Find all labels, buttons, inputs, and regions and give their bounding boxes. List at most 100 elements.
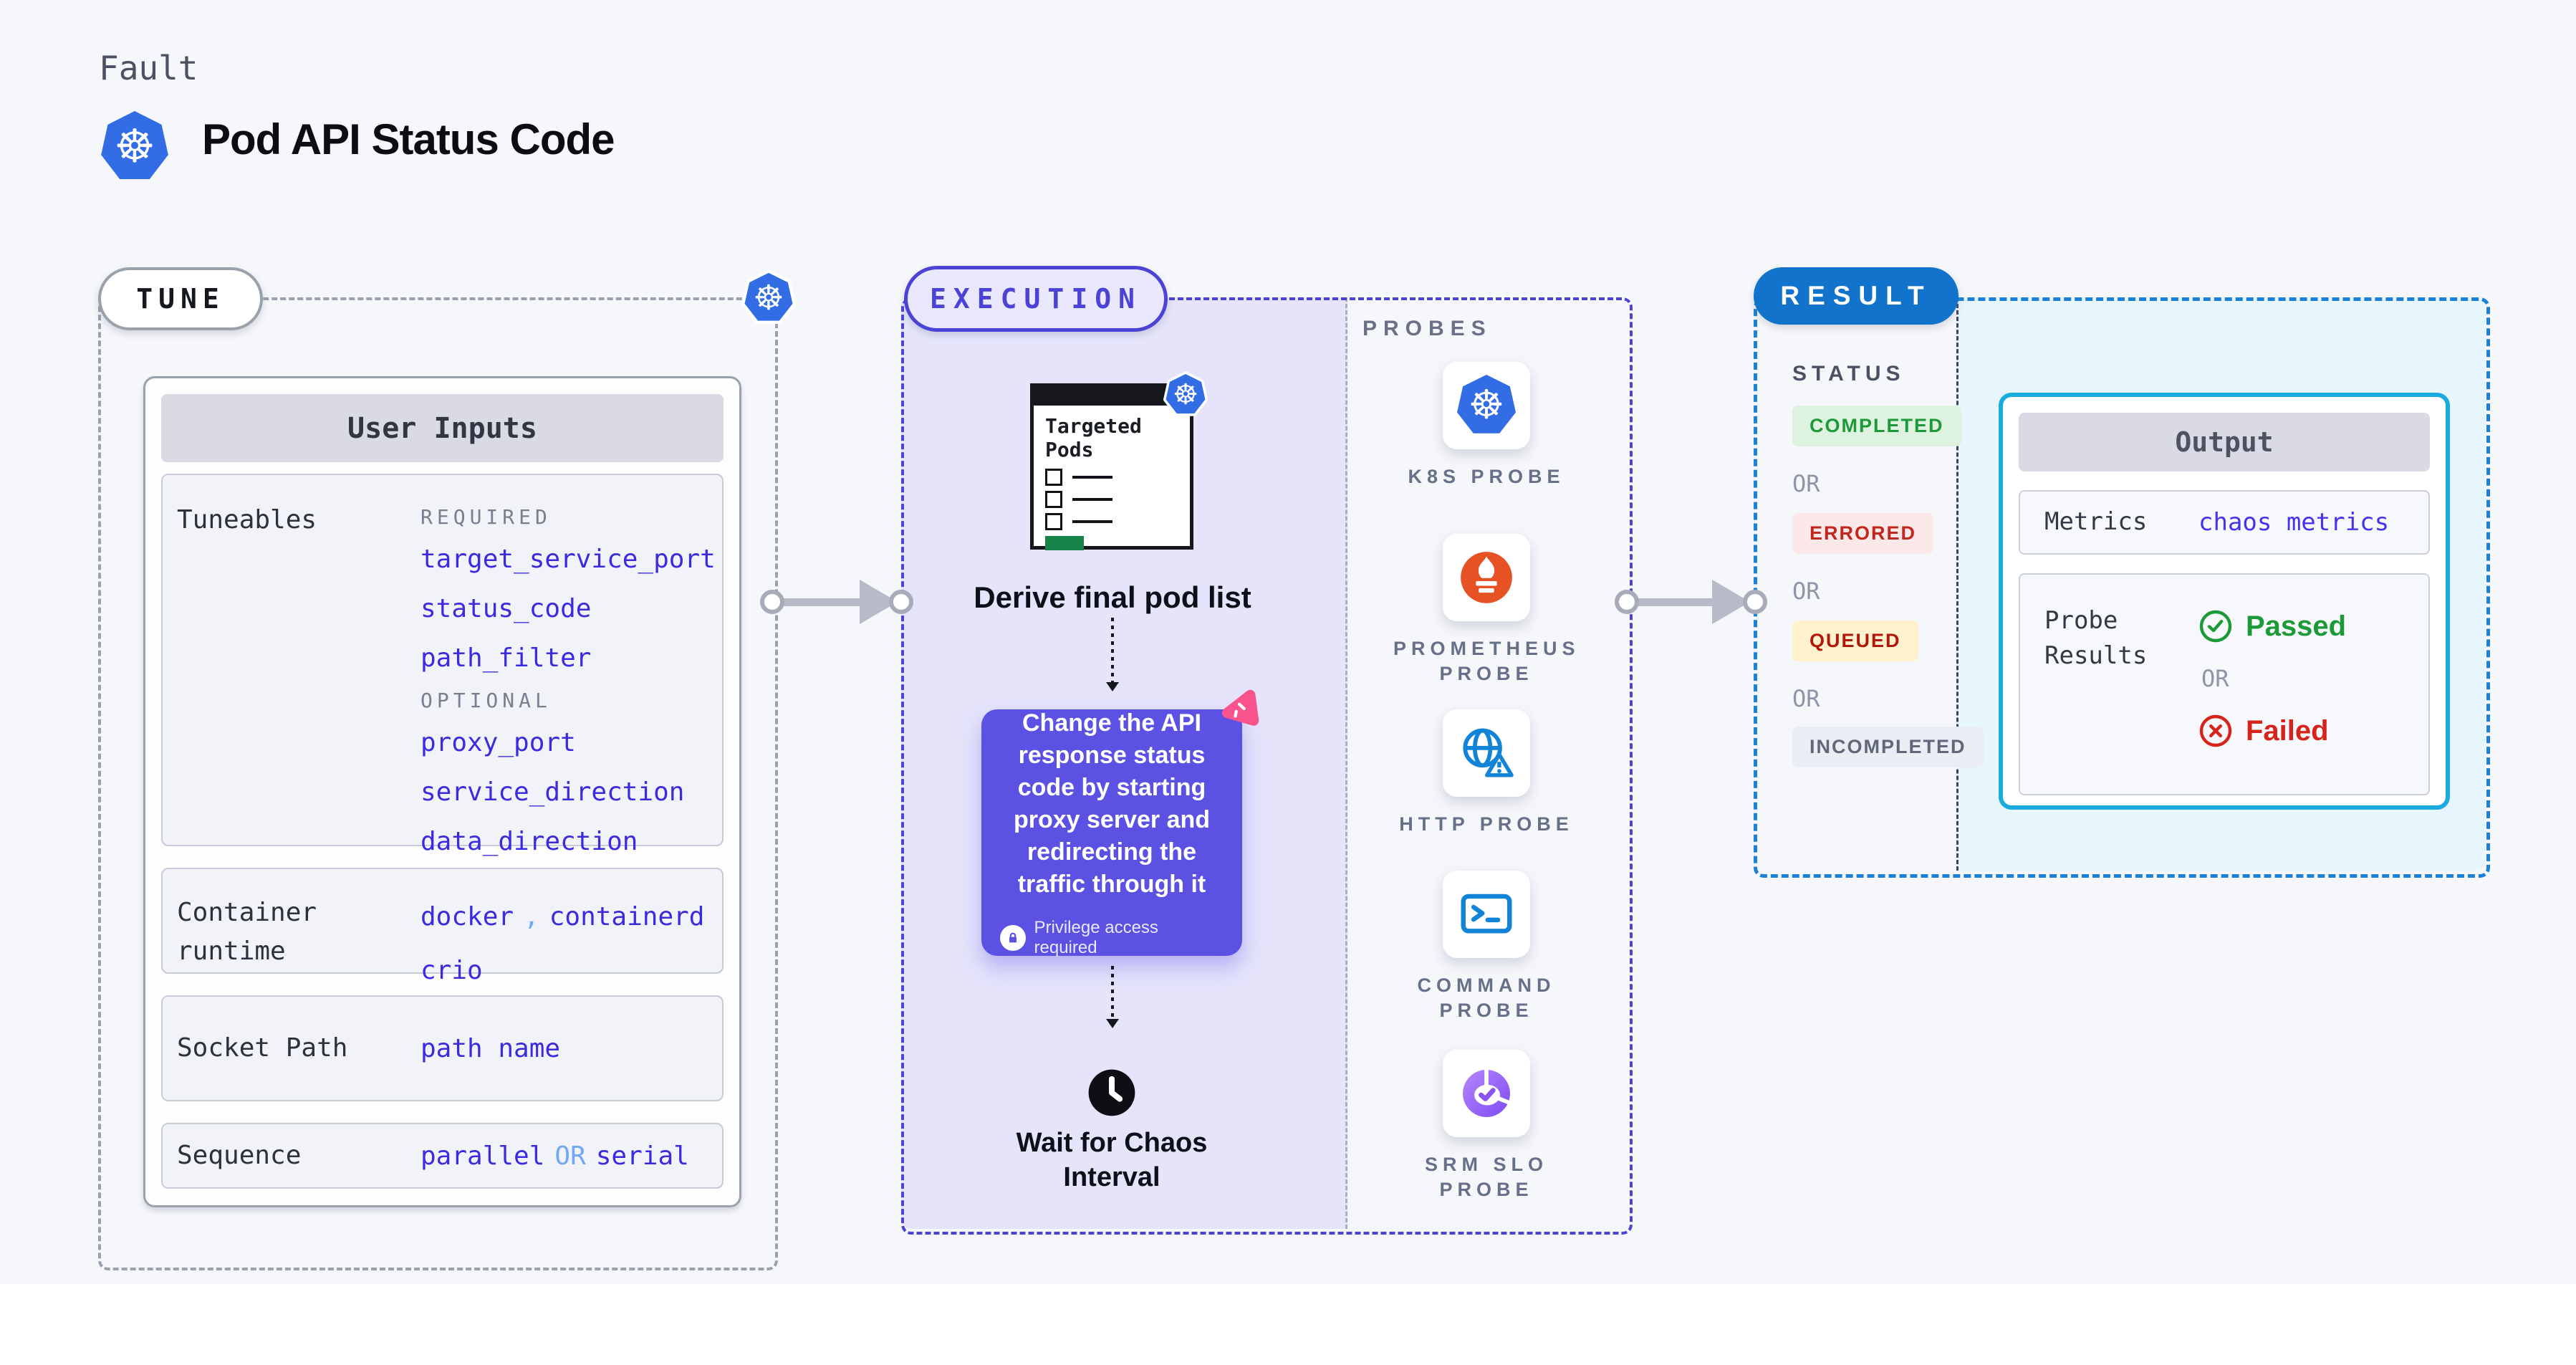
metrics-row: Metrics chaos metrics [2019,490,2430,555]
metrics-value: chaos metrics [2198,508,2390,537]
failed-line: Failed [2198,714,2346,748]
line-glyph [1072,520,1112,524]
x-circle-icon [2199,714,2232,747]
slo-pie-icon [1463,1068,1510,1117]
probe-label: PROMETHEUS PROBE [1393,638,1580,685]
privilege-note: Privilege access required [1034,917,1158,957]
probes-title: PROBES [1363,317,1492,340]
result-pill: RESULT [1754,267,1959,325]
k8s-probe-card: ☸ [1443,362,1530,449]
kubernetes-heptagon: ☸ [1166,373,1206,414]
checkbox-icon [1045,491,1062,509]
probe-label: SRM SLO PROBE [1424,1154,1548,1201]
probe-results-values: Passed OR Failed [2198,603,2346,794]
command-probe-card [1443,871,1530,958]
tuneable-value: status_code [420,594,592,623]
globe-alert-icon [1463,728,1514,777]
runtime-line-1: docker , containerd [420,894,704,943]
or-label: OR [2201,665,2229,692]
chaos-pink-icon [1221,689,1259,726]
socket-path-value: path name [420,1033,561,1063]
or-label: OR [1792,685,1820,712]
sequence-or: OR [554,1141,586,1171]
helm-wheel-glyph: ☸ [753,277,784,318]
runtime-value: crio [420,956,483,985]
tuneables-values: REQUIRED target_service_port status_code… [420,501,716,856]
user-inputs-card: User Inputs Tuneables REQUIRED target_se… [143,376,741,1207]
runtime-value: containerd [549,902,705,931]
metrics-label: Metrics [2044,507,2148,537]
output-panel: Output Metrics chaos metrics Probe Resul… [1999,393,2450,810]
fault-kicker: Fault [99,49,198,87]
tuneable-value: path_filter [420,643,592,673]
status-badge-errored: ERRORED [1792,513,1934,554]
page-title: Pod API Status Code [202,115,615,163]
kubernetes-heptagon: ☸ [101,111,168,179]
http-probe-card [1443,709,1530,797]
sequence-label: Sequence [177,1141,302,1170]
passed-label: Passed [2246,610,2347,642]
sequence-value: serial [595,1141,689,1171]
or-label: OR [1792,470,1820,497]
tune-pill: TUNE [98,267,263,330]
connector-dot [1615,590,1639,614]
kubernetes-icon: ☸ [741,269,797,324]
tuneables-label: Tuneables [177,505,317,535]
flow-dotted-arrow [1106,618,1119,691]
prometheus-icon [1461,552,1512,603]
connector-dot [1743,590,1767,614]
helm-wheel-glyph: ☸ [1468,382,1505,428]
kubernetes-icon: ☸ [100,111,169,183]
line-glyph [1072,476,1112,479]
status-badge-completed: COMPLETED [1792,406,1961,446]
wait-chaos-interval-label: Wait for Chaos Interval [1016,1128,1208,1192]
container-runtime-values: docker , containerd crio [420,894,704,985]
targeted-pods-title: Targeted Pods [1045,414,1142,462]
lock-icon [1000,924,1026,951]
sequence-values: parallel OR serial [420,1141,689,1171]
doc-titlebar [1034,387,1190,406]
kubernetes-icon: ☸ [1163,371,1208,416]
tune-section-frame [98,297,778,1270]
output-title: Output [2019,413,2430,471]
tuneable-value: service_direction [420,777,685,807]
line-glyph [1072,498,1112,502]
green-bar [1045,536,1084,551]
pod-list-row [1045,491,1190,509]
prometheus-probe-card [1443,534,1530,621]
required-tag: REQUIRED [420,505,552,529]
helm-wheel-glyph: ☸ [1173,378,1198,411]
connector-dot [760,590,784,614]
tuneable-value: data_direction [420,827,638,856]
failed-label: Failed [2246,714,2329,747]
fault-action-card: Change the API response status code by s… [981,709,1242,957]
flow-arrow [1636,598,1714,606]
execution-section-frame [901,297,1633,1235]
checkbox-icon [1045,513,1062,531]
sequence-row: Sequence parallel OR serial [161,1123,724,1189]
tuneables-row: Tuneables REQUIRED target_service_port s… [161,474,724,856]
terminal-icon [1461,894,1512,934]
user-inputs-title: User Inputs [161,394,724,462]
probe-label: HTTP PROBE [1399,813,1574,835]
derive-pod-list-label: Derive final pod list [974,580,1251,614]
status-badge-incompleted: INCOMPLETED [1792,727,1984,767]
flow-arrow [781,598,861,606]
targeted-pods-illustration: Targeted Pods [1030,383,1193,551]
probe-results-label: Probe Results [2044,603,2198,794]
clock-icon [1088,1069,1135,1116]
socket-path-label: Socket Path [177,1033,348,1063]
connector-dot [889,590,913,614]
probe-label: K8S PROBE [1408,466,1565,487]
probe-results-label-text: Probe Results [2044,606,2148,671]
tuneable-value: target_service_port [420,545,716,574]
result-section-frame [1754,297,2490,878]
probe-results-row: Probe Results Passed OR Failed [2019,573,2430,795]
lock-glyph [1009,932,1017,943]
srm-slo-probe-card [1443,1050,1530,1137]
status-title: STATUS [1792,362,1905,385]
checkbox-icon [1045,469,1062,487]
container-runtime-label-text: Container runtime [177,898,317,966]
bottom-strip [0,1284,2576,1365]
or-label: OR [1792,578,1820,605]
